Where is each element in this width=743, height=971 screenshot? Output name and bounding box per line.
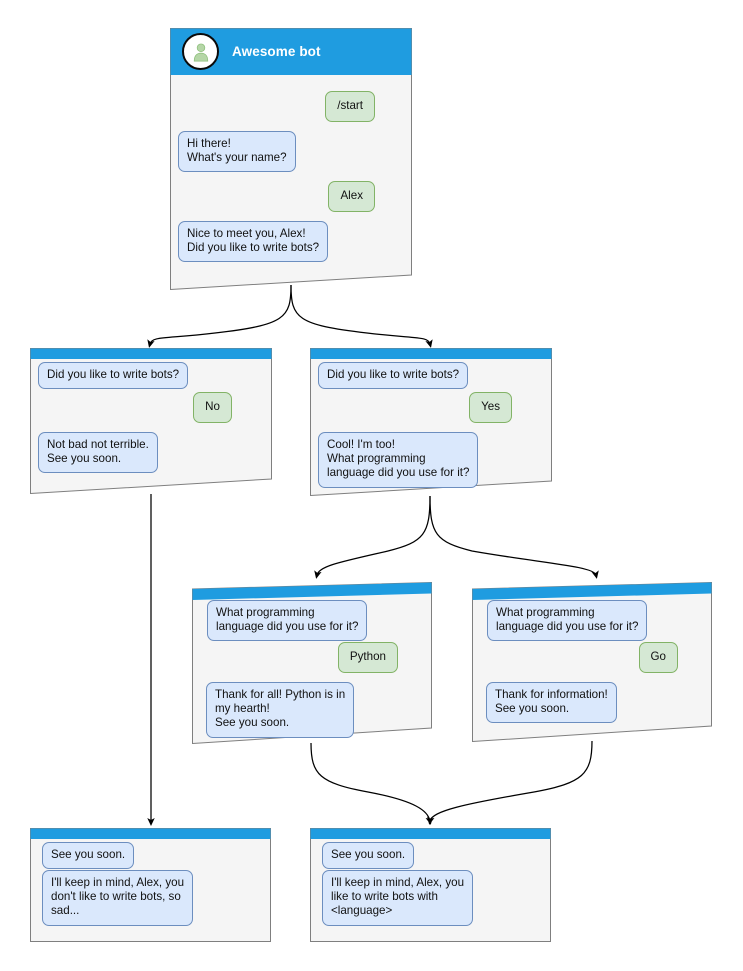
chat-card-yes-branch[interactable]: Did you like to write bots? Yes Cool! I'… <box>310 348 552 496</box>
message-bubble-bot: Thank for information! See you soon. <box>486 682 617 724</box>
person-avatar-icon <box>182 33 219 70</box>
message-bubble-user: No <box>193 392 232 424</box>
chat-card-end-yes[interactable]: See you soon. I'll keep in mind, Alex, y… <box>310 828 551 942</box>
chat-card-end-no[interactable]: See you soon. I'll keep in mind, Alex, y… <box>30 828 271 942</box>
card-title: Awesome bot <box>232 44 321 59</box>
message-bubble-bot: Nice to meet you, Alex! Did you like to … <box>178 221 329 263</box>
message-bubble-bot: Cool! I'm too! What programming language… <box>318 432 479 488</box>
message-bubble-bot: Not bad not terrible. See you soon. <box>38 432 158 474</box>
message-bubble-bot: Thank for all! Python is in my hearth! S… <box>206 682 355 738</box>
chat-card-root[interactable]: Awesome bot /start Hi there! What's your… <box>170 28 412 290</box>
message-bubble-user: Go <box>638 642 678 674</box>
edge-yes-to-python <box>314 495 431 579</box>
message-bubble-user: Python <box>337 642 398 674</box>
message-bubble-bot: Did you like to write bots? <box>318 362 469 390</box>
edge-root-to-yes <box>290 284 433 348</box>
edge-root-to-no <box>147 284 292 348</box>
message-bubble-user: /start <box>325 91 375 123</box>
chat-card-go-branch[interactable]: What programming language did you use fo… <box>472 582 712 742</box>
message-bubble-bot: Hi there! What's your name? <box>178 131 296 173</box>
message-bubble-user: Alex <box>328 181 375 213</box>
chat-card-python-branch[interactable]: What programming language did you use fo… <box>192 582 432 744</box>
message-bubble-user: Yes <box>469 392 512 424</box>
edge-python-to-end-yes <box>310 742 433 825</box>
edge-yes-to-go <box>429 495 599 579</box>
message-bubble-bot: Did you like to write bots? <box>38 362 189 390</box>
card-header: Awesome bot <box>170 28 412 75</box>
message-bubble-bot: I'll keep in mind, Alex, you like to wri… <box>322 870 474 926</box>
message-bubble-bot: See you soon. <box>42 842 135 870</box>
message-bubble-bot: What programming language did you use fo… <box>207 600 368 642</box>
message-bubble-bot: What programming language did you use fo… <box>487 600 648 642</box>
message-bubble-bot: See you soon. <box>322 842 415 870</box>
edge-go-to-end-yes <box>427 740 593 825</box>
chat-card-no-branch[interactable]: Did you like to write bots? No Not bad n… <box>30 348 272 494</box>
message-bubble-bot: I'll keep in mind, Alex, you don't like … <box>42 870 194 926</box>
